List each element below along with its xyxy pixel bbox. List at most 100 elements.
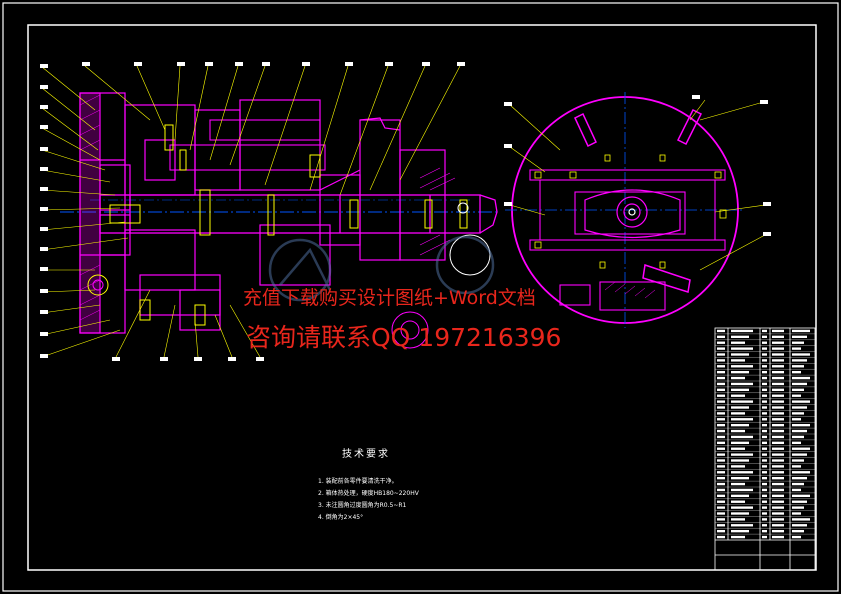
parts-list-entry-mark	[762, 376, 767, 380]
parts-list-entry-mark	[717, 471, 725, 474]
parts-list-entry-mark	[762, 524, 767, 527]
parts-list-entry-mark	[762, 482, 767, 486]
parts-list-entry-mark	[772, 453, 784, 456]
parts-list-entry-mark	[772, 494, 784, 498]
parts-list-entry-mark	[762, 453, 767, 456]
technical-requirements-list: 1. 装配前各零件要清洗干净。 2. 箱体热处理，硬度HB180~220HV 3…	[318, 476, 419, 524]
parts-list-entry-mark	[762, 341, 767, 344]
parts-list-entry-mark	[717, 435, 725, 439]
parts-list-entry-mark	[717, 365, 725, 368]
parts-list-entry-mark	[792, 388, 804, 392]
parts-list-entry-mark	[792, 494, 810, 498]
parts-list-entry-mark	[762, 435, 767, 439]
parts-list-entry-mark	[717, 394, 725, 397]
end-view-details	[534, 154, 727, 269]
parts-list-entry-mark	[731, 447, 745, 450]
parts-list-entry-mark	[772, 365, 784, 368]
parts-list-entry-mark	[792, 441, 801, 445]
parts-list-entry-mark	[792, 465, 801, 468]
end-view-reference-numbers	[504, 95, 771, 236]
parts-list-entry-mark	[717, 529, 725, 533]
parts-list-entry-mark	[762, 335, 767, 339]
parts-list-entry-mark	[731, 412, 745, 415]
parts-list-entry-mark	[731, 370, 749, 374]
parts-list-entry-mark	[731, 465, 745, 468]
parts-list-entry-mark	[731, 524, 753, 527]
parts-list-entry-mark	[731, 518, 745, 521]
parts-list-entry-mark	[772, 394, 784, 397]
parts-list-entry-mark	[772, 359, 784, 362]
parts-list-entry-mark	[792, 353, 810, 356]
parts-list-entry-mark	[792, 400, 810, 403]
parts-list-entry-mark	[762, 535, 767, 539]
parts-list-entry-mark	[762, 400, 767, 403]
parts-list-entry-mark	[731, 423, 749, 427]
parts-list-entry-mark	[772, 518, 784, 521]
parts-list-entry-mark	[717, 482, 725, 486]
requirement-item-3: 3. 未注圆角过度圆角为R0.5~R1	[318, 502, 407, 509]
requirement-item-4: 4. 倒角为2×45°	[318, 514, 364, 521]
parts-list-entry-mark	[772, 406, 784, 409]
parts-list-entry-mark	[772, 341, 784, 344]
watermark-line-2: 咨询请联系QQ 197216396	[246, 323, 562, 352]
parts-list-entry-mark	[762, 388, 767, 392]
parts-list-entry-mark	[717, 476, 725, 480]
parts-list-entry-mark	[762, 406, 767, 409]
parts-list-entry-mark	[762, 429, 767, 433]
parts-list-entry-mark	[792, 500, 807, 503]
parts-list-entry-mark	[717, 400, 725, 403]
section-view	[40, 62, 500, 361]
parts-list-entry-mark	[792, 423, 810, 427]
parts-list-entry-mark	[772, 500, 784, 503]
parts-list-entry-mark	[792, 394, 801, 397]
parts-list-entry-mark	[717, 370, 725, 374]
parts-list-entry-mark	[772, 506, 784, 509]
parts-list-entry-mark	[731, 535, 745, 539]
parts-list-entry-mark	[762, 471, 767, 474]
parts-list-entry-mark	[762, 529, 767, 533]
parts-list-entry-mark	[717, 506, 725, 509]
parts-list-entry-mark	[762, 506, 767, 509]
parts-list-entry-mark	[731, 347, 753, 350]
parts-list-entry-mark	[772, 388, 784, 392]
parts-list-entry-mark	[717, 441, 725, 445]
gearbox-body	[124, 99, 446, 331]
parts-list-entry-mark	[731, 359, 745, 362]
parts-list-entry-mark	[772, 471, 784, 474]
end-view-slots	[574, 108, 703, 293]
parts-list-entry-mark	[731, 418, 753, 421]
parts-list-entry-mark	[772, 347, 784, 350]
parts-list-entry-mark	[717, 376, 725, 380]
parts-list-entry-mark	[772, 329, 784, 333]
end-view-hatch	[604, 281, 656, 299]
parts-list-entry-mark	[762, 465, 767, 468]
parts-list-entry-mark	[772, 400, 784, 403]
parts-list-entry-mark	[762, 423, 767, 427]
requirement-item-1: 1. 装配前各零件要清洗干净。	[318, 478, 398, 485]
parts-list-entry-mark	[717, 347, 725, 350]
parts-list-entry-mark	[717, 406, 725, 409]
parts-list-entry-mark	[792, 429, 807, 433]
parts-list-entry-mark	[717, 329, 725, 333]
parts-list-entry-mark	[772, 335, 784, 339]
parts-list-entry-mark	[792, 406, 807, 409]
parts-list-entry-mark	[731, 482, 745, 486]
parts-list-entry-mark	[792, 359, 807, 362]
parts-list-entry-mark	[792, 447, 810, 450]
parts-list-entry-mark	[772, 435, 784, 439]
parts-list-entry-mark	[731, 382, 753, 386]
parts-list-entry-mark	[731, 453, 753, 456]
parts-list-rows	[715, 333, 815, 535]
parts-list-entry-mark	[772, 459, 784, 462]
parts-list-entry-mark	[731, 365, 753, 368]
parts-list-entry-mark	[772, 376, 784, 380]
parts-list-entry-mark	[772, 382, 784, 386]
parts-list-entry-mark	[792, 418, 801, 421]
watermark-line-1: 充值下载购买设计图纸+Word文档	[243, 287, 536, 309]
parts-list-entry-mark	[731, 471, 753, 474]
parts-list-entry-mark	[762, 365, 767, 368]
end-view-hub	[584, 189, 681, 239]
gear-rectangles	[109, 124, 468, 326]
parts-list-entry-mark	[731, 353, 749, 356]
parts-list-entry-mark	[717, 535, 725, 539]
